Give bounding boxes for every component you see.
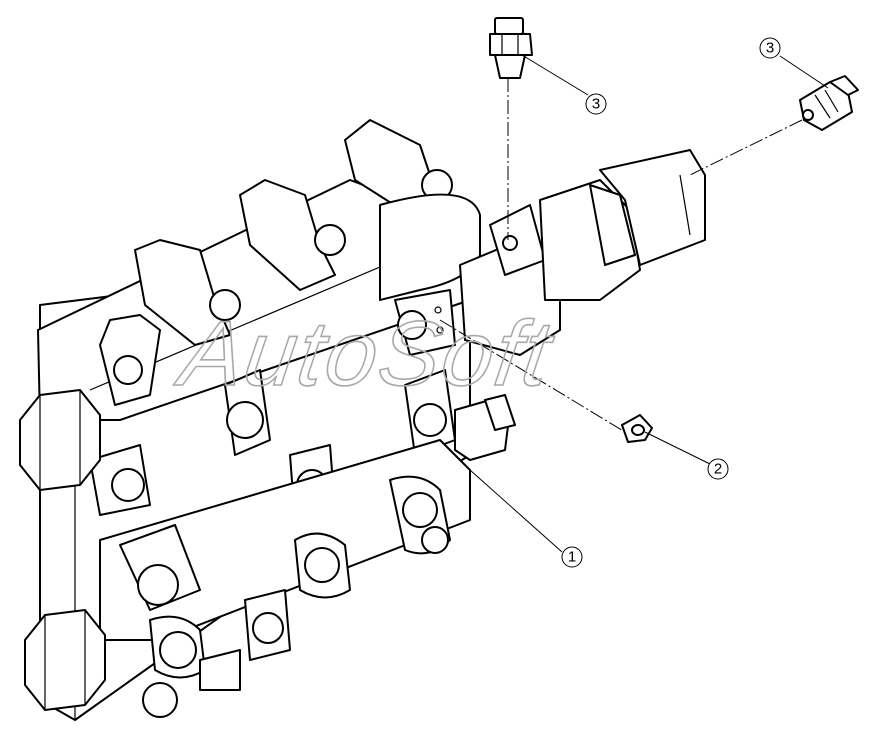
callout-1-label: 1 [568,549,576,566]
callout-2: 2 [707,458,729,480]
fitting-3-right [799,75,859,131]
valve-body [19,119,481,721]
leader-1 [469,469,563,553]
callout-3-top: 3 [585,93,607,115]
callout-3-right: 3 [759,37,781,59]
leader-3-top [521,54,589,96]
leader-3-right [779,55,829,89]
callout-3-right-label: 3 [766,40,774,57]
fitting-3-top [489,17,533,79]
watermark-text: AutoSoft [170,301,560,404]
callout-1: 1 [561,546,583,568]
side-valve-assembly [394,149,706,461]
leader-2 [644,431,713,466]
centerline-plug [439,319,626,433]
callout-3-top-label: 3 [592,96,600,113]
plug-2 [621,414,653,443]
centerline-right-fitting [689,119,803,176]
callout-2-label: 2 [714,461,722,478]
